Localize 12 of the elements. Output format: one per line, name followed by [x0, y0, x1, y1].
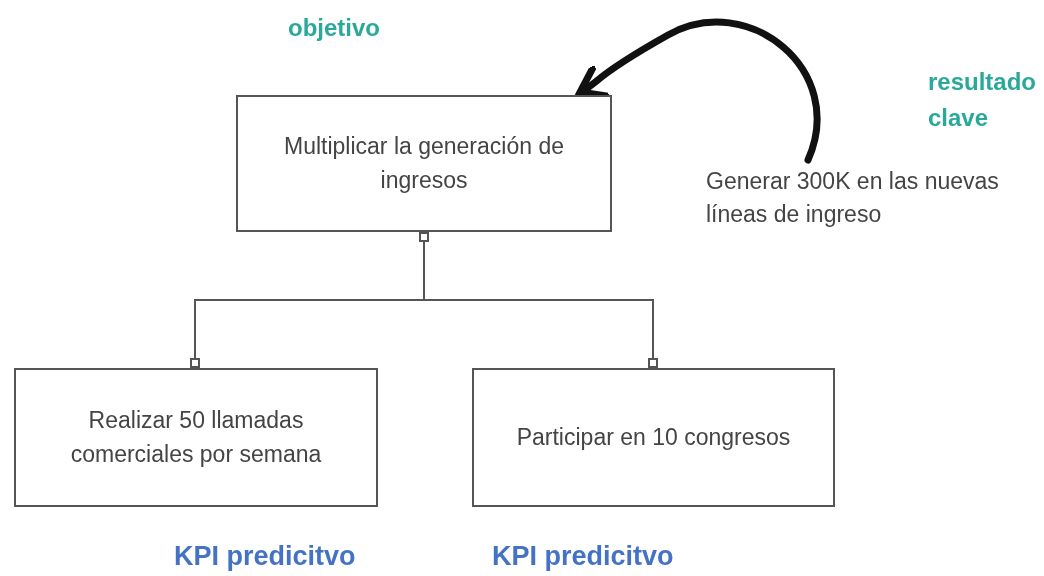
kpi-label: KPI predicitvo	[174, 540, 357, 573]
category-label: resultado clave	[928, 67, 1038, 133]
key-result-text: Generar 300K en las nuevas líneas de ingreso	[706, 166, 1000, 229]
box-text: Participar en 10 congresos	[516, 422, 791, 452]
goal-box	[472, 368, 835, 507]
goal-box	[236, 95, 612, 232]
category-label: objetivo	[288, 13, 381, 43]
curved-arrow	[576, 18, 821, 164]
kpi-label: KPI predicitvo	[492, 540, 675, 573]
box-text: Realizar 50 llamadas comerciales por semana	[69, 406, 323, 469]
box-text: Multiplicar la generación de ingresos	[283, 132, 565, 195]
goal-box	[14, 368, 378, 507]
